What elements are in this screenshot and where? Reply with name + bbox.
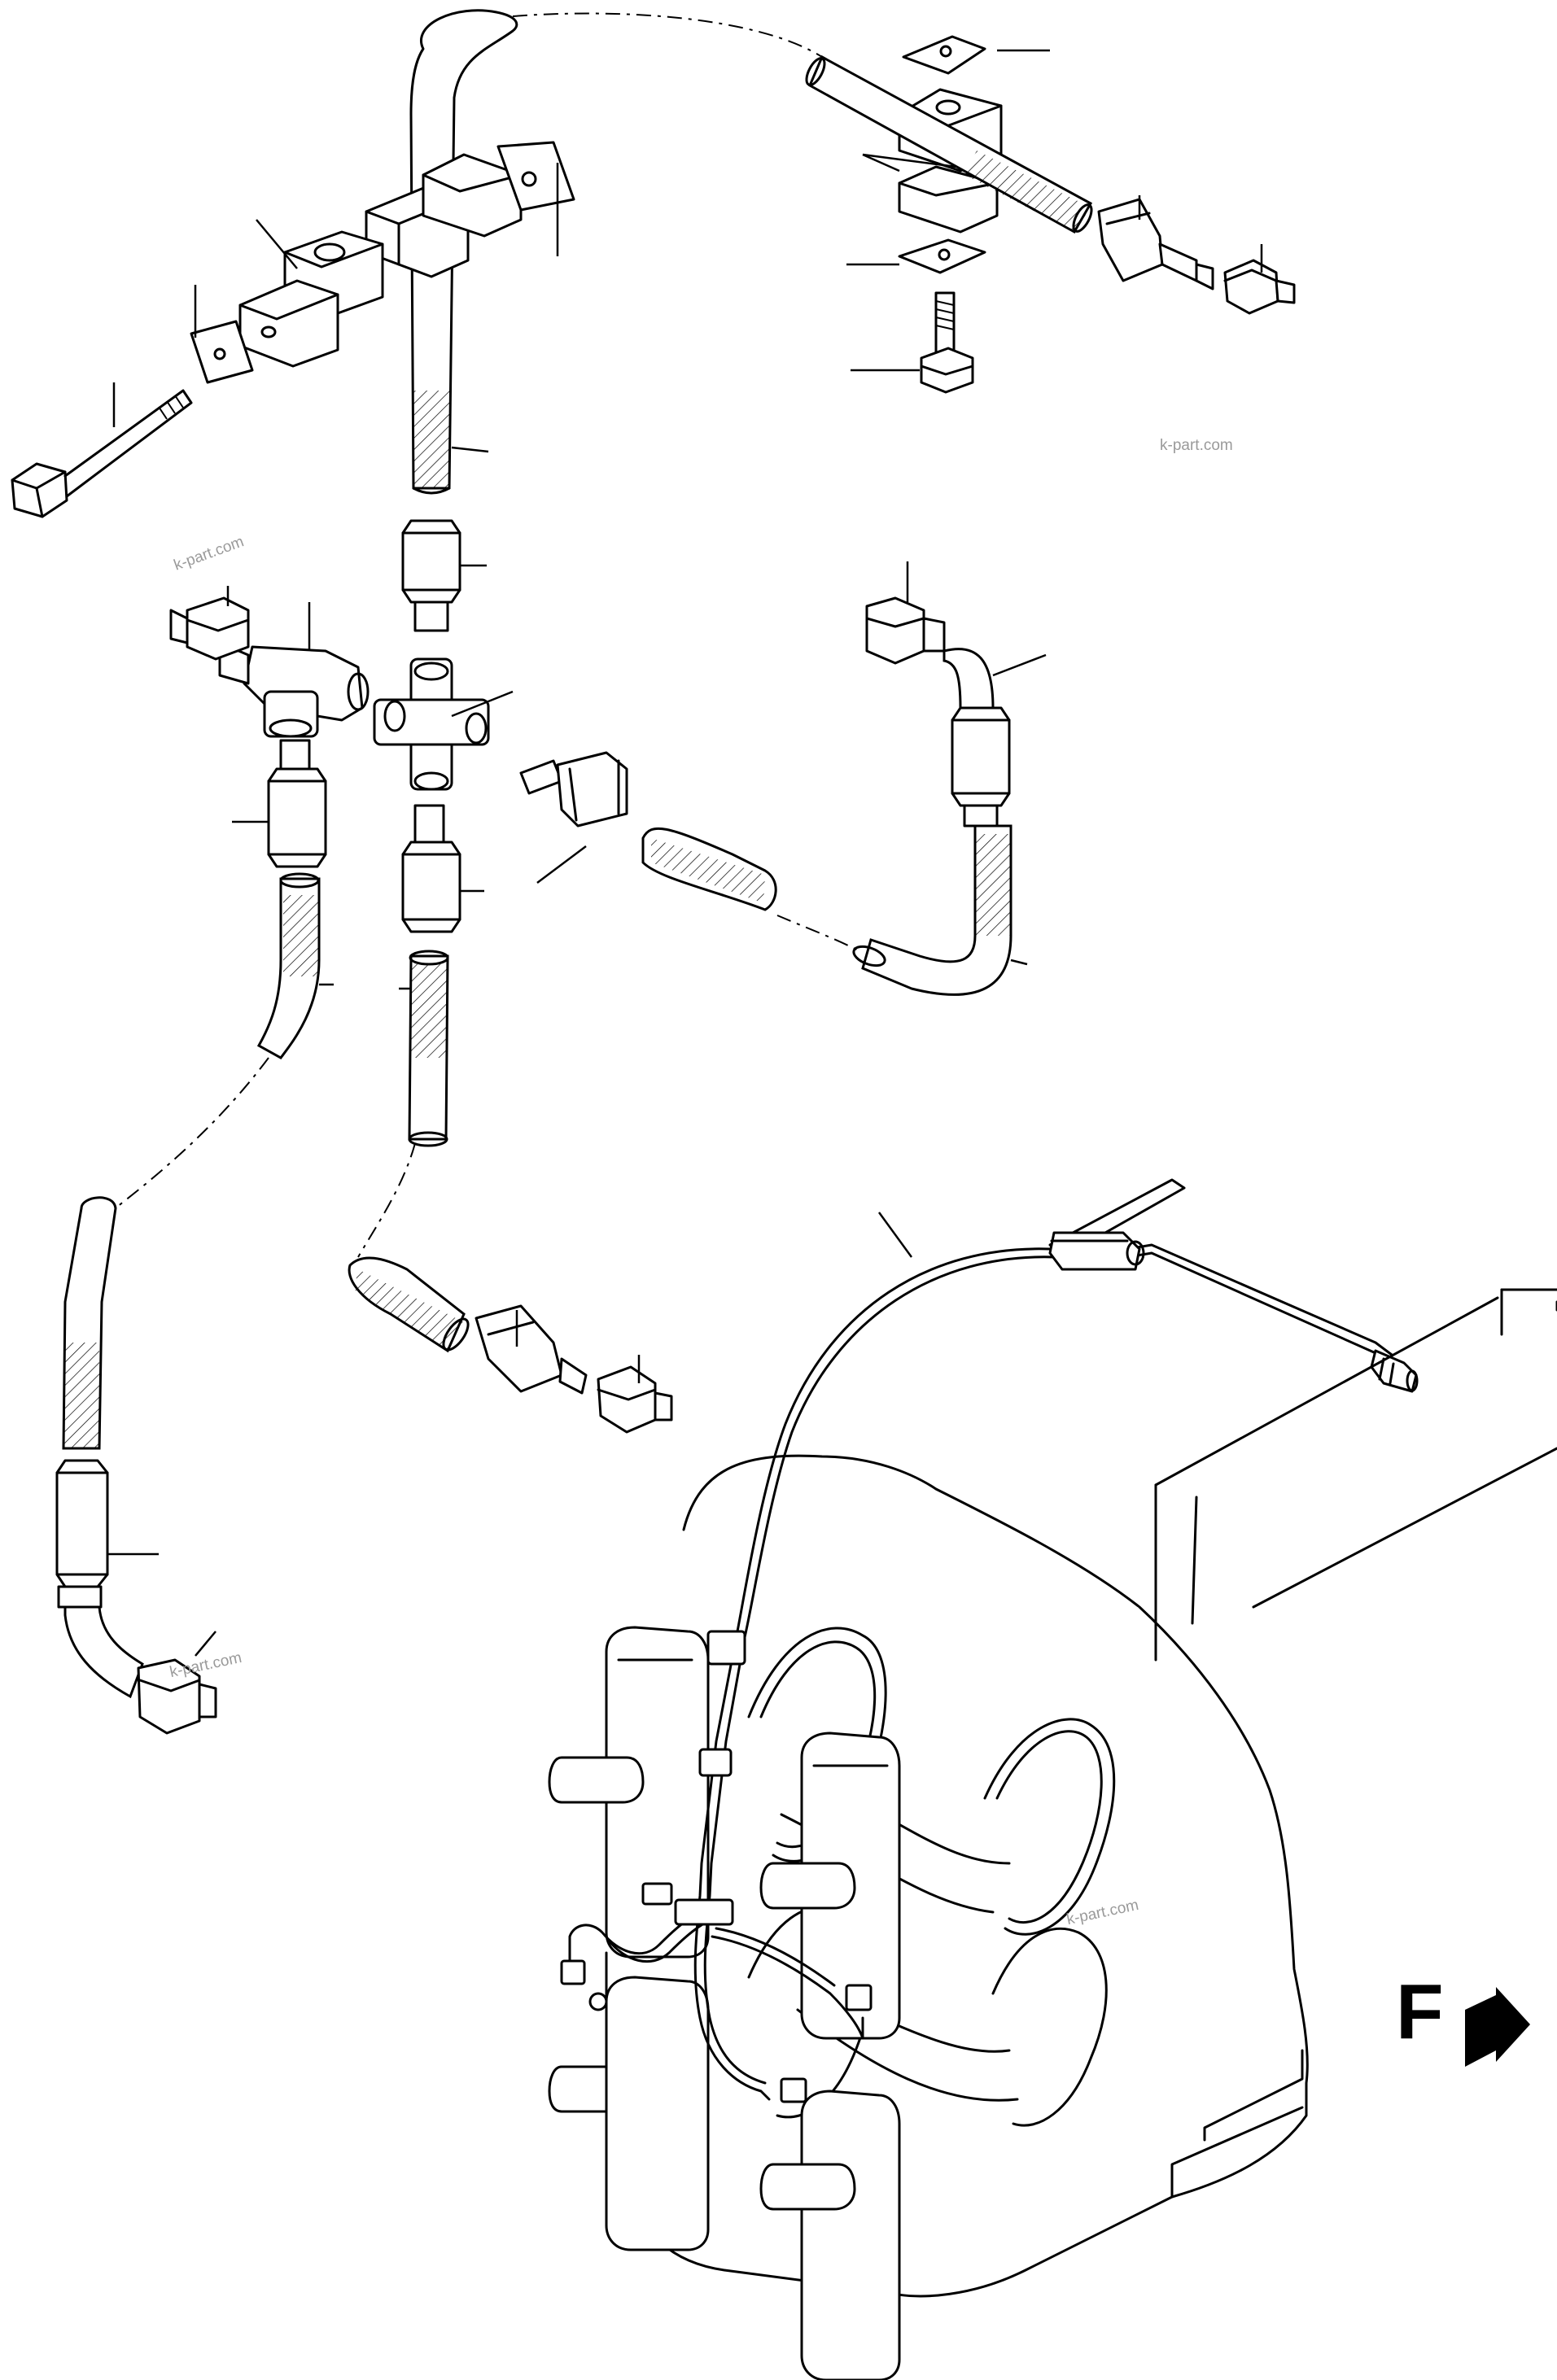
swivel-nut-left xyxy=(169,596,250,661)
hose-end-fitting-right-top xyxy=(1097,198,1296,315)
upper-vertical-hose xyxy=(409,9,518,495)
swivel-nut-left-bottom xyxy=(137,1658,217,1735)
short-hose-center xyxy=(641,827,777,911)
route-line-right xyxy=(776,915,862,953)
line-bracket xyxy=(1048,1178,1186,1271)
bolt-right xyxy=(920,291,974,394)
coupling-center-vertical xyxy=(401,804,461,933)
tee-fitting-left xyxy=(218,641,370,738)
route-line-left xyxy=(109,1057,269,1213)
brake-line-circuit xyxy=(560,1630,873,2103)
clamp-assembly-left xyxy=(190,181,470,384)
right-arrow-icon xyxy=(1465,1987,1530,2067)
coupling-left-long xyxy=(55,1459,109,1609)
clamp-assembly-upper xyxy=(422,141,575,238)
front-direction-label: F xyxy=(1396,1968,1444,2055)
hose-left-curved xyxy=(256,872,321,1059)
watermark-text: k-part.com xyxy=(1160,437,1233,454)
elbow-hose-right xyxy=(943,648,1011,828)
swivel-nut-right xyxy=(865,596,946,665)
hose-center-vertical xyxy=(408,950,449,1147)
route-line-center xyxy=(357,1142,416,1258)
cross-fitting xyxy=(373,657,490,791)
axle-housing xyxy=(548,1288,1557,2380)
coupling-left-vertical xyxy=(267,739,327,868)
hose-right-top xyxy=(805,55,1093,234)
hose-center-lower xyxy=(348,1256,470,1353)
coupling-center xyxy=(519,751,628,828)
hose-end-fitting-center-lower xyxy=(475,1304,673,1434)
hose-coupling-upper xyxy=(401,519,461,632)
elbow-hose-left-bottom xyxy=(63,1605,144,1699)
long-brake-line xyxy=(735,1243,1393,1639)
bolt-left xyxy=(11,389,193,518)
hose-j-right xyxy=(852,824,1012,996)
line-end-connector xyxy=(1370,1349,1419,1393)
hose-left-long xyxy=(62,1196,117,1450)
route-line-top xyxy=(512,12,823,58)
leader-lines xyxy=(107,49,1263,1657)
